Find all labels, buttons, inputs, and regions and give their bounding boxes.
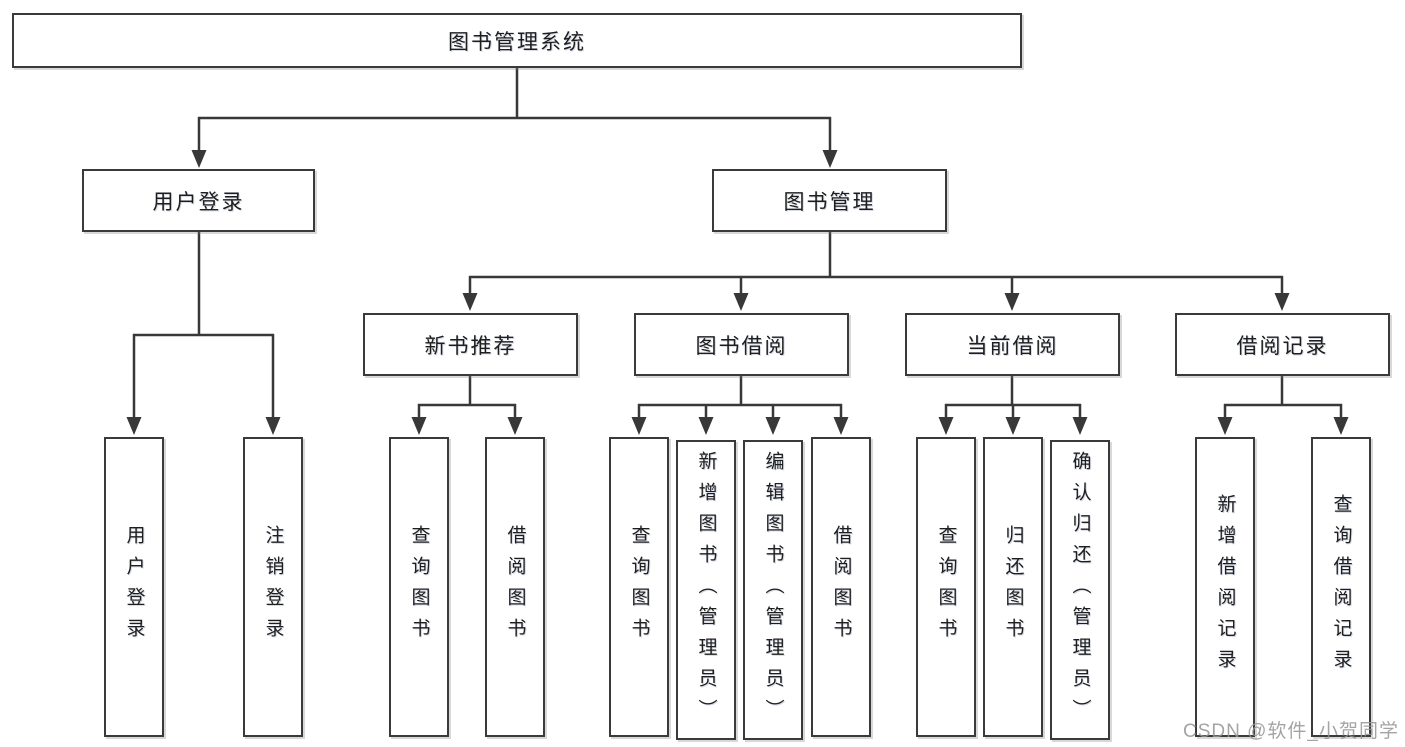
leaf-add-book-admin: 新增图书（管理员） xyxy=(676,440,736,740)
leaf-confirm-return-admin: 确认归还（管理员） xyxy=(1050,440,1110,740)
leaf-user-login-label: 用户登录 xyxy=(123,525,145,649)
leaf-logout-login: 注销登录 xyxy=(243,437,303,737)
node-new-book-recommend-label: 新书推荐 xyxy=(424,334,517,358)
node-root-label: 图书管理系统 xyxy=(448,30,586,54)
leaf-query-book-borrow-label: 查询图书 xyxy=(628,525,650,649)
leaf-user-login: 用户登录 xyxy=(104,437,164,737)
leaf-edit-book-admin-label: 编辑图书（管理员） xyxy=(762,450,784,730)
arrowhead-icons xyxy=(126,150,1349,435)
node-new-book-recommend: 新书推荐 xyxy=(363,313,578,376)
leaf-query-borrow-record: 查询借阅记录 xyxy=(1311,437,1371,737)
leaf-borrow-book-recommend: 借阅图书 xyxy=(485,437,545,737)
watermark: CSDN @软件_小贺同学 xyxy=(1183,721,1399,742)
leaf-query-book-current-label: 查询图书 xyxy=(935,525,957,649)
node-book-management-label: 图书管理 xyxy=(783,190,876,214)
node-borrow-records: 借阅记录 xyxy=(1175,313,1390,376)
node-current-borrow: 当前借阅 xyxy=(905,313,1120,376)
leaf-borrow-book-borrow-label: 借阅图书 xyxy=(830,525,852,649)
node-borrow-records-label: 借阅记录 xyxy=(1236,334,1329,358)
leaf-edit-book-admin: 编辑图书（管理员） xyxy=(743,440,803,740)
leaf-query-book-borrow: 查询图书 xyxy=(609,437,669,737)
leaf-return-book: 归还图书 xyxy=(983,437,1043,737)
leaf-query-borrow-record-label: 查询借阅记录 xyxy=(1330,494,1352,680)
node-user-login: 用户登录 xyxy=(82,169,315,232)
node-book-borrow-label: 图书借阅 xyxy=(695,334,788,358)
node-current-borrow-label: 当前借阅 xyxy=(966,334,1059,358)
leaf-add-borrow-record: 新增借阅记录 xyxy=(1195,437,1255,737)
leaf-confirm-return-admin-label: 确认归还（管理员） xyxy=(1069,450,1091,730)
leaf-add-book-admin-label: 新增图书（管理员） xyxy=(695,450,717,730)
node-book-borrow: 图书借阅 xyxy=(634,313,849,376)
leaf-query-book-recommend-label: 查询图书 xyxy=(408,525,430,649)
leaf-query-book-recommend: 查询图书 xyxy=(389,437,449,737)
leaf-return-book-label: 归还图书 xyxy=(1002,525,1024,649)
leaf-borrow-book-borrow: 借阅图书 xyxy=(811,437,871,737)
node-book-management: 图书管理 xyxy=(712,169,947,232)
node-user-login-label: 用户登录 xyxy=(152,190,245,214)
leaf-query-book-current: 查询图书 xyxy=(916,437,976,737)
leaf-add-borrow-record-label: 新增借阅记录 xyxy=(1214,494,1236,680)
node-root: 图书管理系统 xyxy=(12,13,1022,68)
leaf-borrow-book-recommend-label: 借阅图书 xyxy=(504,525,526,649)
leaf-logout-login-label: 注销登录 xyxy=(262,525,284,649)
